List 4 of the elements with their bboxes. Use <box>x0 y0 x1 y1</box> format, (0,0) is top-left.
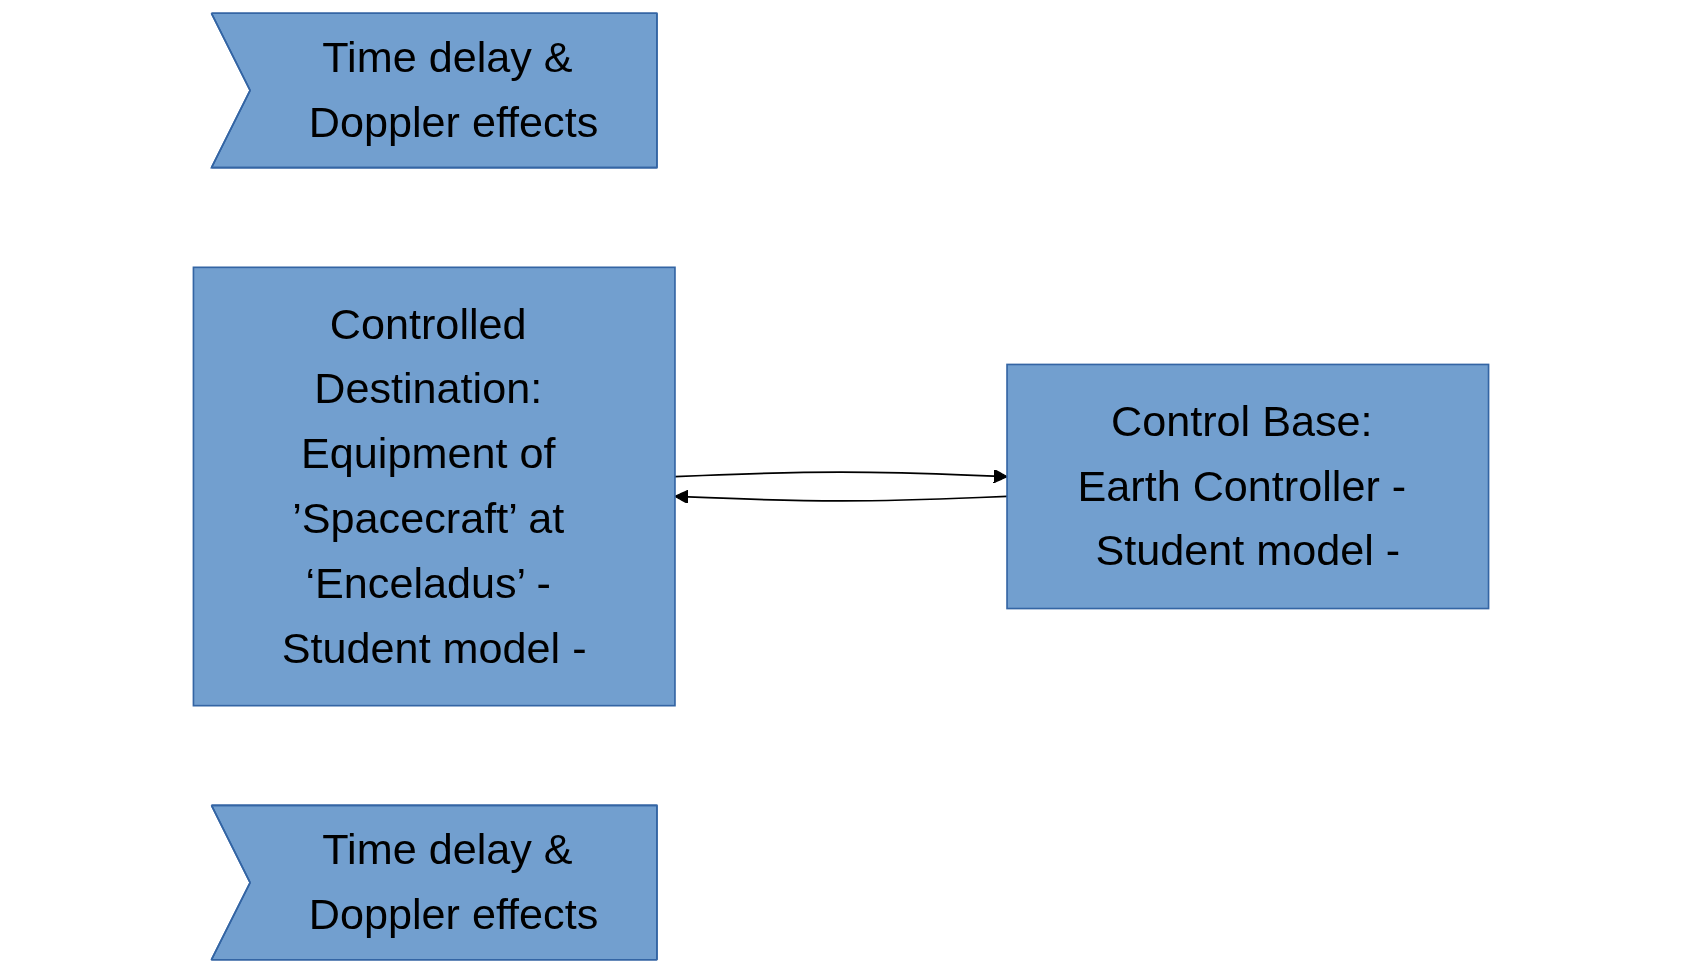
node-box: Controlled Destination: Equipment of ’Spacecraft’ at ‘Enceladus’ - Student model - <box>192 266 676 707</box>
node-box: Control Base: Earth Controller - Student model - <box>1006 363 1490 610</box>
arrow <box>674 468 1008 484</box>
arrow <box>674 489 1008 505</box>
